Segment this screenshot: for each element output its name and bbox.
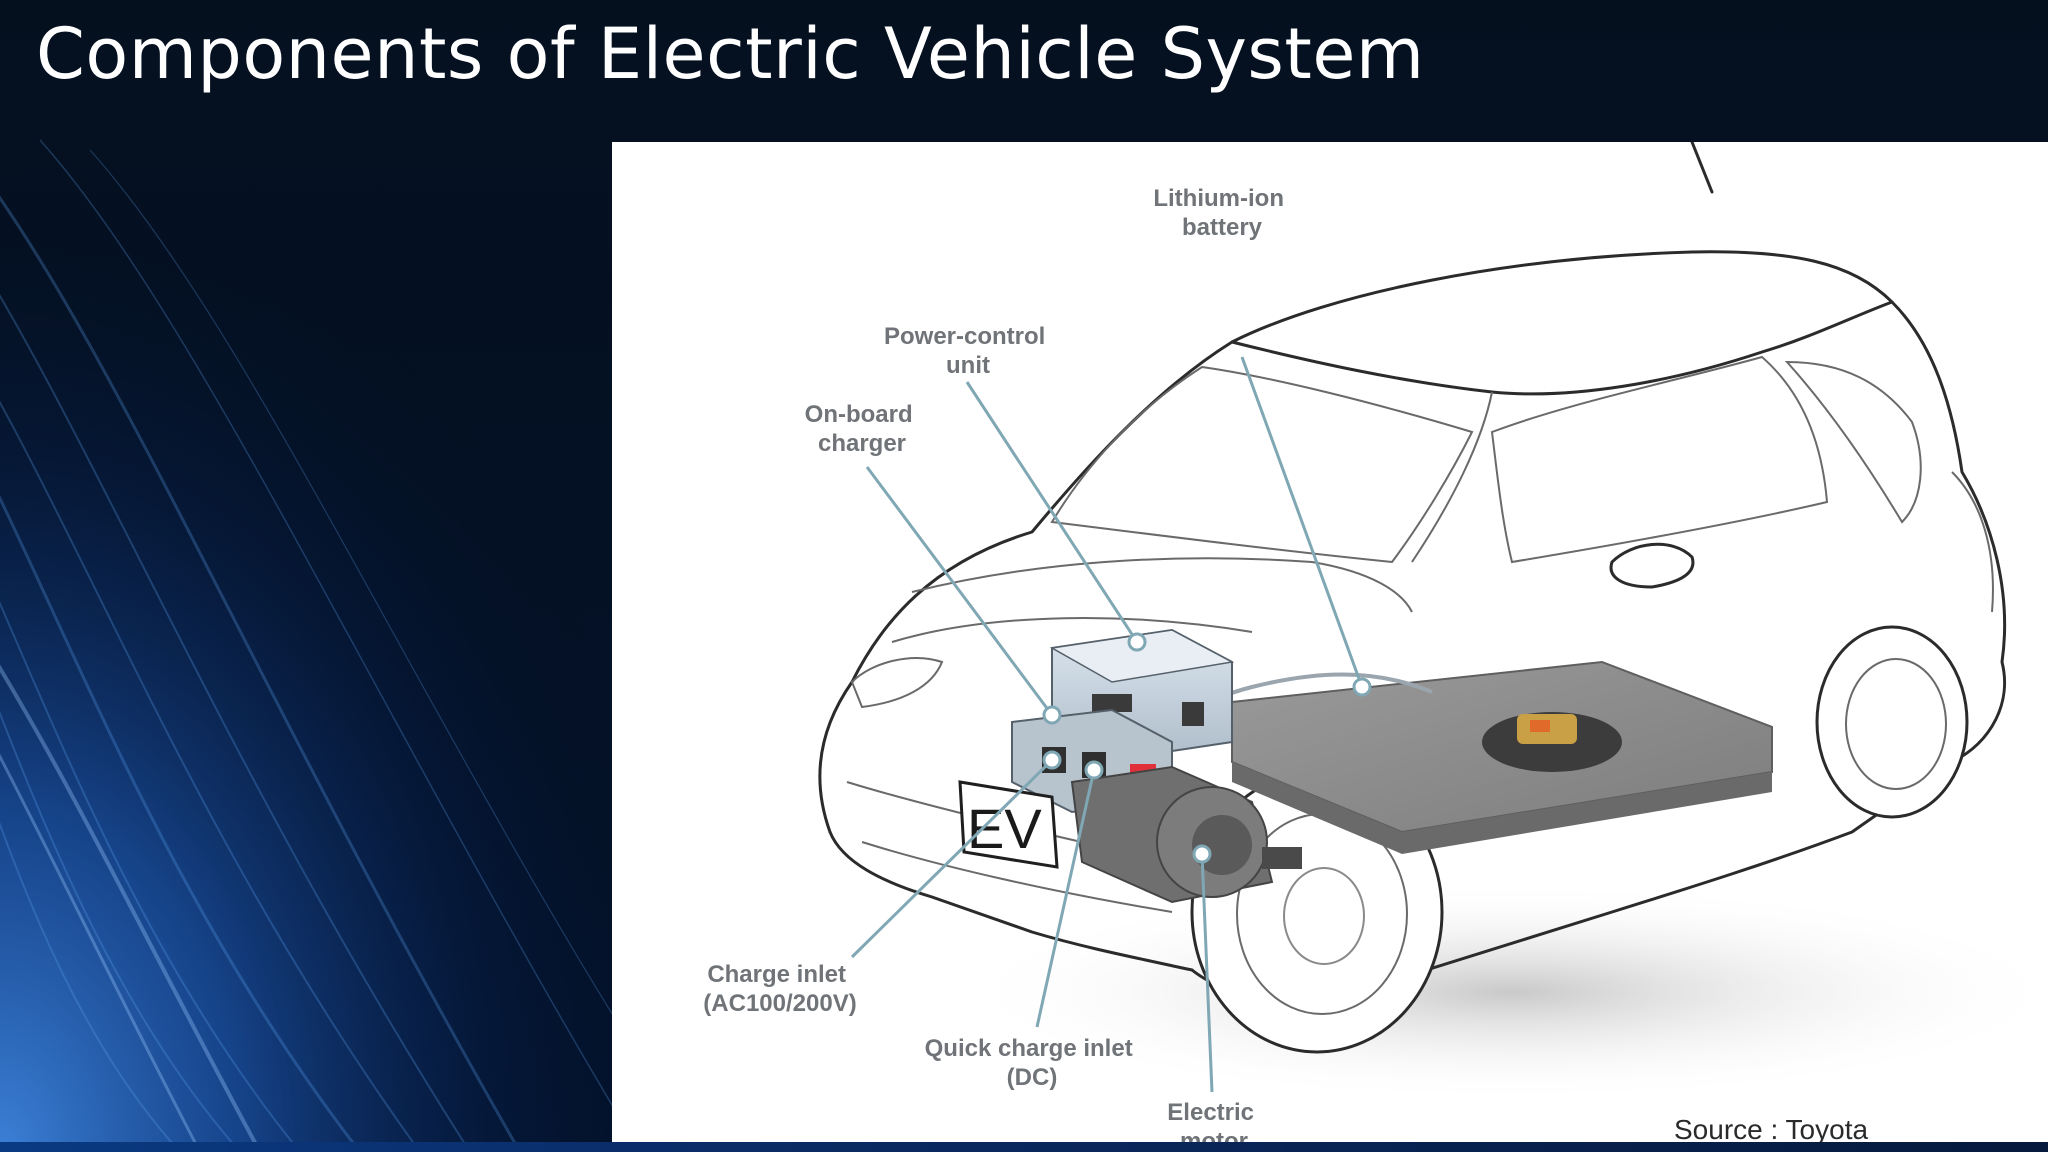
label-power-control-unit: Power-control unit (884, 323, 1052, 379)
leader-dot-electric-motor (1192, 844, 1212, 864)
label-on-board-charger: On-board charger (805, 401, 920, 457)
leader-onboard-charger (865, 466, 1054, 716)
leader-dot-onboard-charger (1042, 705, 1062, 725)
ev-diagram-panel: EV Lithium-ion battery (612, 142, 2048, 1142)
source-credit: Source : Toyota (1674, 1114, 1868, 1142)
leader-dot-power-control-unit (1127, 632, 1147, 652)
leader-quick-charge-inlet (1035, 769, 1096, 1028)
electric-motor (1070, 765, 1302, 904)
leader-power-control-unit (965, 381, 1139, 643)
lithium-ion-battery-pack (1231, 660, 1773, 854)
label-charge-inlet: Charge inlet (AC100/200V) (703, 961, 856, 1017)
label-electric-motor: Electric motor (1167, 1099, 1260, 1142)
leader-lines (850, 356, 1372, 1093)
ev-cutaway-diagram: EV Lithium-ion battery (703, 142, 2048, 1142)
leader-dot-charge-inlet (1042, 750, 1062, 770)
car-shadow (952, 882, 2048, 1102)
label-lithium-ion-battery: Lithium-ion battery (1153, 185, 1290, 241)
license-plate: EV (958, 780, 1059, 869)
bottom-accent-strip (0, 1142, 2048, 1152)
rear-wheel (1815, 625, 1969, 819)
leader-dot-quick-charge-inlet (1084, 760, 1104, 780)
leader-charge-inlet (850, 758, 1054, 959)
label-quick-charge-inlet: Quick charge inlet (DC) (925, 1035, 1140, 1091)
leader-dot-lithium-battery (1352, 677, 1372, 697)
leader-electric-motor (1200, 853, 1214, 1093)
slide-title: Components of Electric Vehicle System (36, 13, 1425, 95)
leader-lithium-battery (1240, 356, 1364, 688)
